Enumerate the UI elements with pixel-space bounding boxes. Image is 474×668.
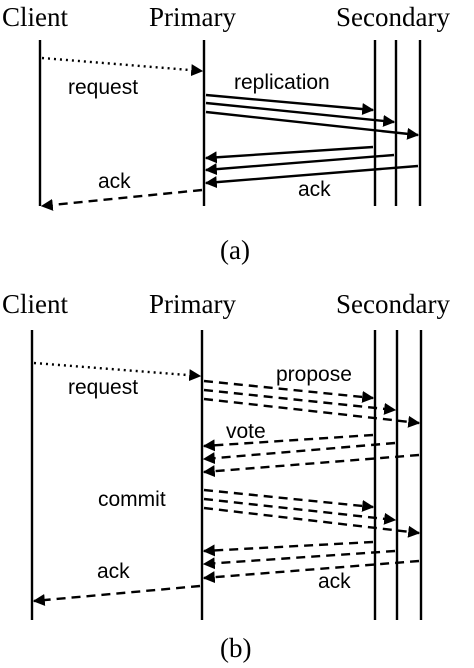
ack-primary-label: ack xyxy=(318,570,351,593)
request-label: request xyxy=(68,76,138,99)
ack-arrow-2 xyxy=(202,549,396,570)
client-header: Client xyxy=(2,289,68,319)
request-label: request xyxy=(68,376,138,399)
ack-client-label: ack xyxy=(97,560,130,583)
replication-arrow-2 xyxy=(205,101,396,127)
propose-arrow-1 xyxy=(203,379,375,403)
vote-arrow-2 xyxy=(202,441,396,465)
replication-arrow-1 xyxy=(205,93,375,116)
vote-arrow-1 xyxy=(202,433,374,452)
commit-arrow-3 xyxy=(203,506,421,538)
ack-arrow-1 xyxy=(204,145,374,164)
commit-arrow-1 xyxy=(203,488,375,512)
propose-label: propose xyxy=(276,363,352,386)
secondary-header: Secondary xyxy=(336,2,450,32)
commit-label: commit xyxy=(98,488,166,511)
ack-client-label: ack xyxy=(98,170,131,193)
ack-arrow-3 xyxy=(202,559,420,584)
vote-arrow-3 xyxy=(202,453,420,478)
request-arrow xyxy=(41,56,204,77)
commit-arrow-2 xyxy=(203,497,397,525)
ack-arrow-2 xyxy=(204,153,395,176)
propose-arrow-2 xyxy=(203,388,397,415)
client-ack-arrow xyxy=(40,188,203,211)
secondary-header: Secondary xyxy=(336,289,450,319)
client-header: Client xyxy=(2,2,68,32)
ack-arrow-3 xyxy=(204,164,419,189)
panel-a: Client Primary Secondary request replica… xyxy=(2,2,450,265)
ack-arrow-1 xyxy=(202,540,374,557)
propose-arrow-3 xyxy=(203,397,421,428)
request-arrow xyxy=(33,361,202,382)
caption-b: (b) xyxy=(220,633,251,663)
vote-label: vote xyxy=(226,420,266,443)
ack-primary-label: ack xyxy=(298,178,331,201)
primary-header: Primary xyxy=(149,2,236,32)
client-ack-arrow xyxy=(32,584,201,607)
primary-header: Primary xyxy=(149,289,236,319)
replication-label: replication xyxy=(234,71,330,94)
panel-b: Client Primary Secondary request propose… xyxy=(2,289,450,663)
caption-a: (a) xyxy=(220,235,250,265)
replication-arrow-3 xyxy=(205,110,420,140)
